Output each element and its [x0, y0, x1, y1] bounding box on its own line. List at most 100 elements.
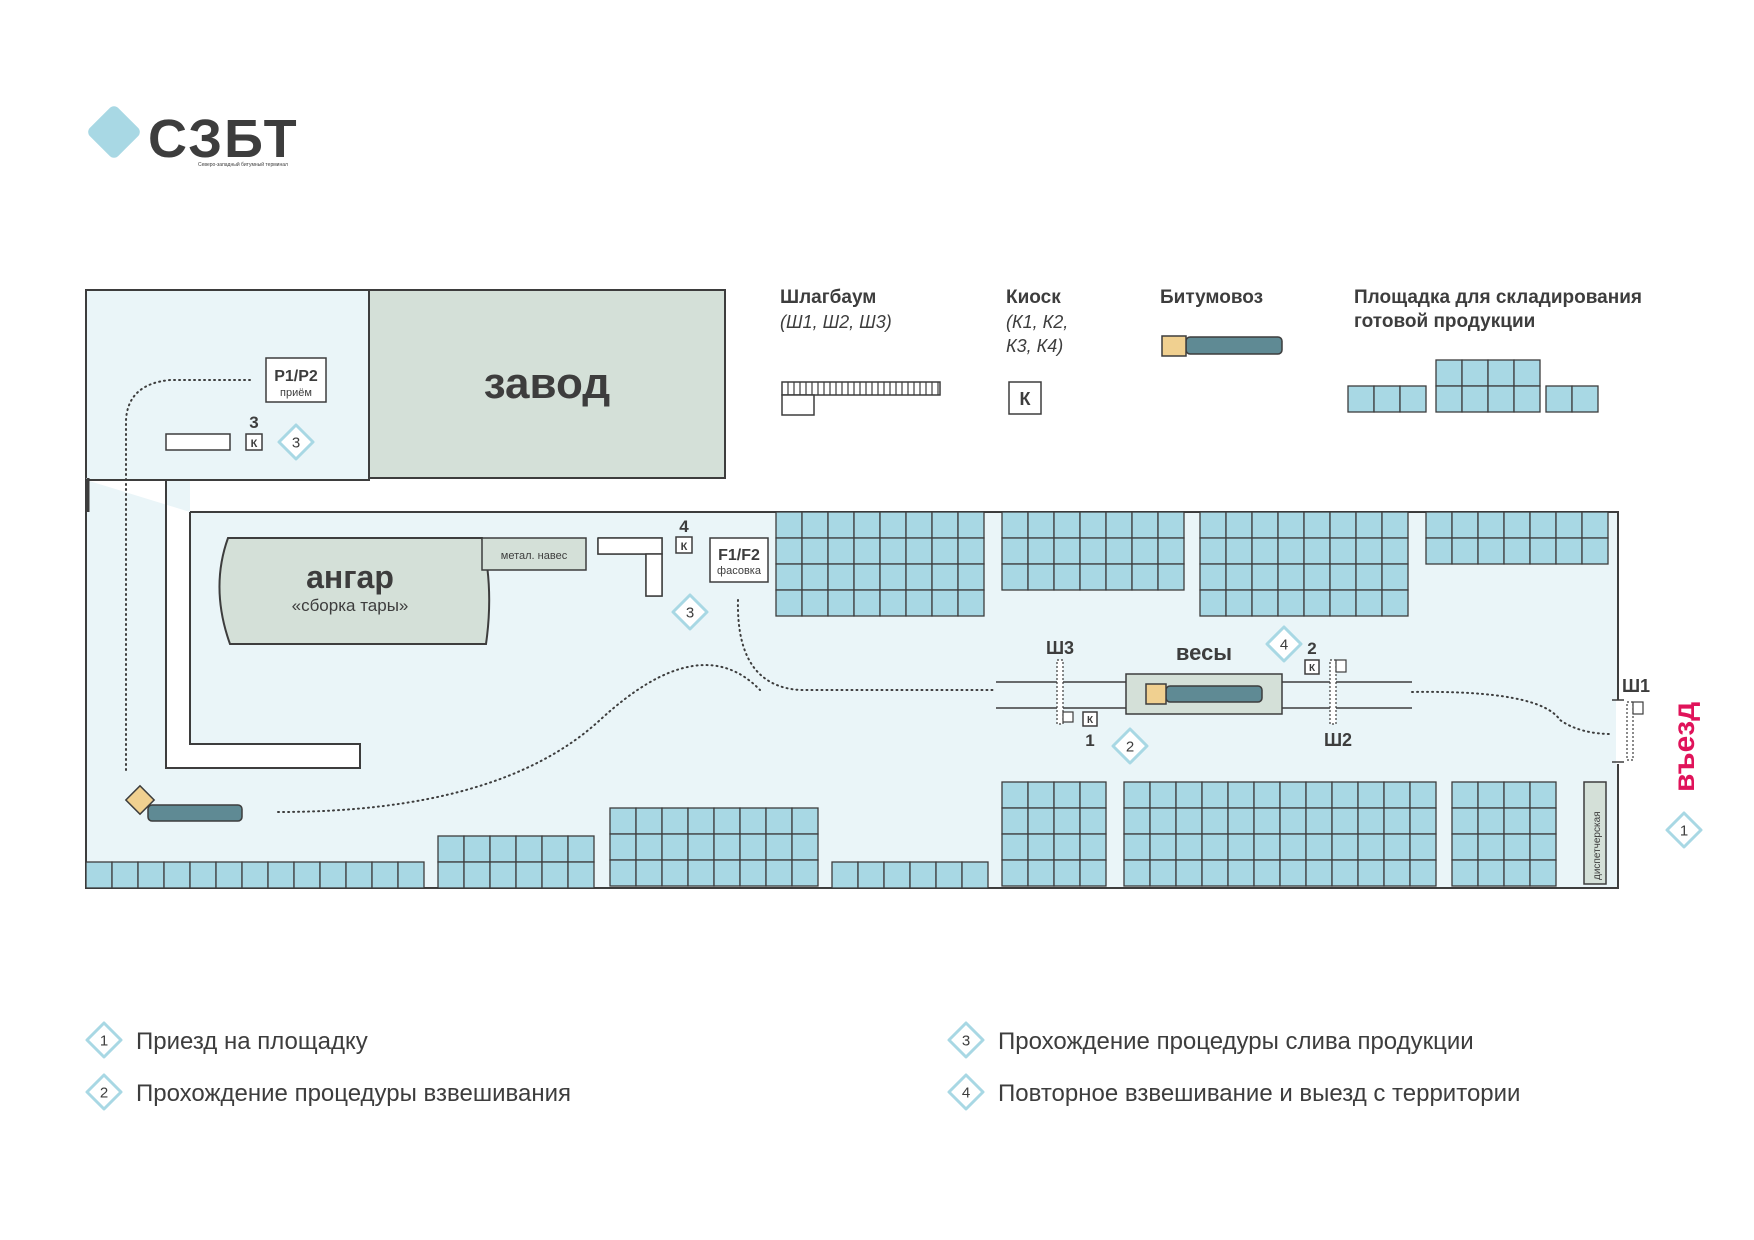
- legend-kiosk-icon: [1008, 381, 1042, 415]
- storage-cell: [189, 861, 217, 889]
- storage-cell: [713, 833, 741, 861]
- storage-cell: [1079, 833, 1107, 861]
- storage-cell: [1477, 537, 1505, 565]
- storage-cell: [1277, 511, 1305, 539]
- legend-storage-cell: [1487, 359, 1515, 387]
- storage-cell: [1277, 563, 1305, 591]
- storage-cell: [1123, 833, 1151, 861]
- storage-cell: [1451, 537, 1479, 565]
- storage-cell: [831, 861, 859, 889]
- storage-cell: [1277, 537, 1305, 565]
- storage-areas: [85, 511, 1609, 889]
- kiosk-k3: К 3: [245, 413, 263, 451]
- barrier-sh2: Ш2: [1324, 659, 1352, 750]
- storage-cell: [1451, 833, 1479, 861]
- storage-cell: [1555, 511, 1583, 539]
- kiosk-k2-letter: К: [1309, 663, 1316, 674]
- storage-area: [1001, 511, 1185, 591]
- storage-cell: [567, 861, 595, 889]
- storage-cell: [1383, 859, 1411, 887]
- storage-cell: [661, 833, 689, 861]
- storage-cell: [1451, 511, 1479, 539]
- storage-cell: [1027, 833, 1055, 861]
- storage-cell: [661, 859, 689, 887]
- storage-cell: [1355, 563, 1383, 591]
- storage-cell: [1529, 537, 1557, 565]
- storage-area: [1199, 511, 1409, 617]
- storage-cell: [1131, 563, 1159, 591]
- small-structures: F1/F2 фасовка: [597, 537, 769, 597]
- p1p2-sublabel: приём: [280, 387, 312, 399]
- step-marker-number: 1: [100, 1032, 108, 1049]
- storage-cell: [1053, 833, 1081, 861]
- storage-cell: [437, 861, 465, 889]
- storage-cell: [1131, 537, 1159, 565]
- barrier-sh1: Ш1: [1612, 676, 1650, 763]
- storage-cell: [1131, 511, 1159, 539]
- storage-cell: [1079, 781, 1107, 809]
- storage-cell: [1503, 833, 1531, 861]
- diamond-icon: [671, 593, 709, 631]
- storage-cell: [1425, 537, 1453, 565]
- storage-cell: [1451, 781, 1479, 809]
- storage-cell: [1199, 537, 1227, 565]
- storage-cell: [609, 859, 637, 887]
- storage-cell: [1383, 807, 1411, 835]
- entry-label: въезд: [1668, 702, 1701, 792]
- barrier-sh2-label: Ш2: [1324, 730, 1352, 750]
- storage-cell: [713, 807, 741, 835]
- storage-cell: [1027, 563, 1055, 591]
- kiosk-k2: К 2: [1304, 639, 1320, 675]
- storage-cell: [1225, 563, 1253, 591]
- storage-cell: [905, 563, 933, 591]
- storage-cell: [1303, 563, 1331, 591]
- storage-cell: [1331, 807, 1359, 835]
- storage-cell: [1149, 807, 1177, 835]
- step-text: Повторное взвешивание и выезд с территор…: [998, 1080, 1520, 1107]
- step-marker-number: 3: [292, 434, 300, 451]
- storage-cell: [1409, 781, 1437, 809]
- legend-truck-title: Битумовоз: [1160, 287, 1263, 308]
- step-marker-0: 1: [1665, 811, 1703, 849]
- storage-cell: [1331, 859, 1359, 887]
- storage-cell: [687, 859, 715, 887]
- angar-label: ангар: [306, 559, 394, 595]
- storage-cell: [1149, 781, 1177, 809]
- route-paths: [125, 379, 1613, 813]
- legend-storage-cell: [1461, 385, 1489, 413]
- step-marker-4: 4: [1265, 625, 1303, 663]
- storage-cell: [1175, 833, 1203, 861]
- storage-cell: [1105, 537, 1133, 565]
- storage-cell: [1157, 511, 1185, 539]
- legend-kiosk-sub-2: К3, К4): [1006, 336, 1063, 356]
- storage-cell: [1001, 511, 1029, 539]
- storage-cell: [857, 861, 885, 889]
- storage-cell: [1199, 589, 1227, 617]
- storage-cell: [1409, 833, 1437, 861]
- diamond-icon: [947, 1021, 985, 1059]
- storage-cell: [1123, 781, 1151, 809]
- storage-cell: [1355, 589, 1383, 617]
- storage-cell: [853, 511, 881, 539]
- legend-storage-cell: [1571, 385, 1599, 413]
- storage-cell: [801, 511, 829, 539]
- storage-cell: [1329, 511, 1357, 539]
- storage-cell: [1381, 537, 1409, 565]
- kiosk-k4-letter: К: [681, 541, 688, 553]
- p1p2-building: P1/P2 приём: [165, 357, 327, 451]
- barrier-sh3: Ш3: [1046, 638, 1074, 725]
- barrier-sh1-label: Ш1: [1622, 676, 1650, 696]
- storage-cell: [463, 835, 491, 863]
- diamond-icon: [1665, 811, 1703, 849]
- legend-storage-cell: [1513, 359, 1541, 387]
- step-text: Прохождение процедуры взвешивания: [136, 1080, 571, 1107]
- storage-cell: [1175, 807, 1203, 835]
- legend-storage-cell: [1435, 385, 1463, 413]
- zavod-label: завод: [484, 359, 611, 408]
- storage-cell: [345, 861, 373, 889]
- f1f2-sublabel: фасовка: [717, 565, 762, 577]
- storage-cell: [1027, 511, 1055, 539]
- step-text: Приезд на площадку: [136, 1028, 368, 1055]
- storage-cell: [1503, 807, 1531, 835]
- storage-cell: [879, 511, 907, 539]
